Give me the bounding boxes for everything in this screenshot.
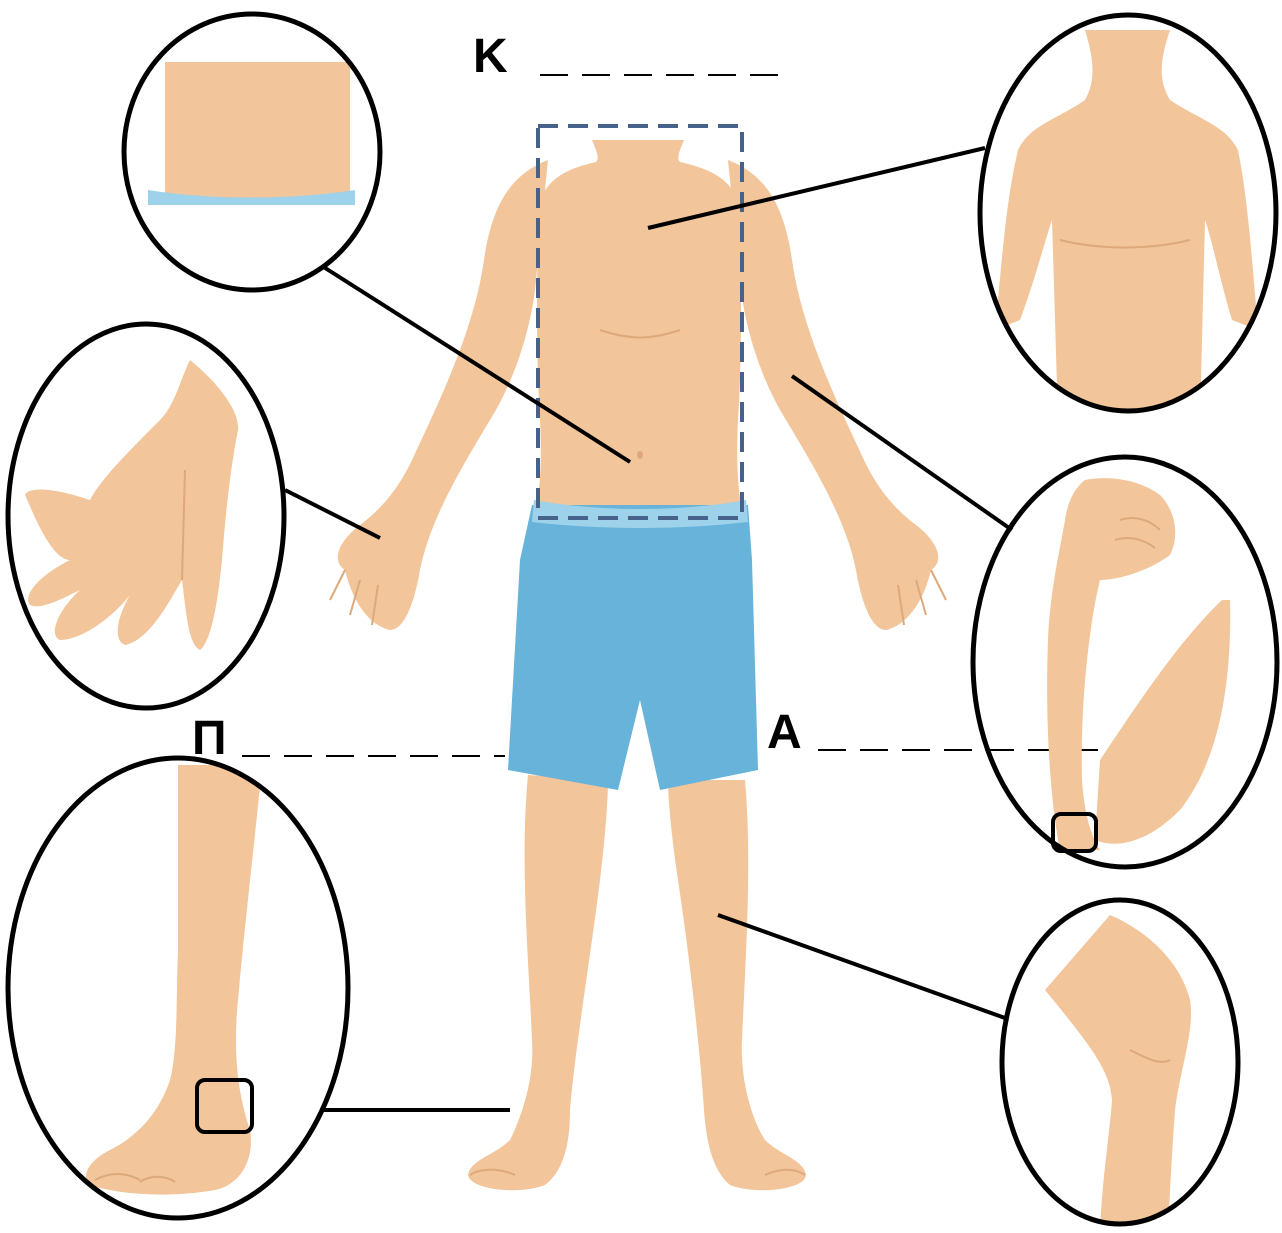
right-leg: [668, 780, 806, 1190]
connector-hand: [285, 490, 380, 538]
hand-zoom-icon: [8, 324, 284, 708]
right-arm: [728, 160, 938, 630]
elbow-zoom-icon: [973, 457, 1277, 867]
shorts: [508, 505, 758, 790]
knee-zoom-icon: [1002, 900, 1238, 1230]
left-arm: [338, 160, 548, 630]
chest-back-zoom-icon: [980, 15, 1276, 420]
child-figure: [330, 140, 946, 1190]
belly-zoom-icon: [124, 14, 380, 290]
foot-zoom-icon: [8, 758, 348, 1218]
connector-knee: [718, 915, 1005, 1018]
label-top-letter: K: [473, 30, 508, 83]
left-leg: [468, 775, 608, 1190]
label-right-letter: A: [767, 706, 802, 759]
